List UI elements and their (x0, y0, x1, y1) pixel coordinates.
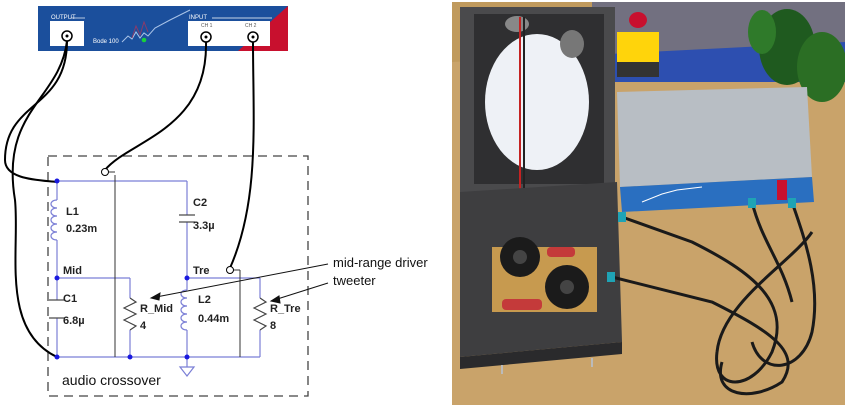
R_Mid-value: 4 (140, 320, 147, 332)
crossover-label: audio crossover (62, 372, 161, 388)
C1-ref: C1 (63, 293, 77, 305)
L2-ref: L2 (198, 294, 211, 306)
tweeter-arrow (270, 282, 329, 302)
speaker-enclosure (460, 7, 615, 192)
R_Tre-ref: R_Tre (270, 303, 301, 315)
plant (748, 9, 845, 102)
mid-range-arrow (150, 263, 329, 299)
ch2-cable (229, 41, 255, 269)
probe-cables (611, 201, 817, 396)
crossover-board (460, 182, 622, 374)
C1-value: 6.8µ (63, 315, 85, 327)
capacitor-C1 (49, 299, 65, 319)
resistor-R_Mid (122, 297, 138, 331)
ch1-cable (104, 41, 208, 171)
tweeter-label: tweeter (333, 273, 376, 288)
R_Mid-ref: R_Mid (140, 303, 173, 315)
ch1-label: CH 1 (201, 23, 213, 29)
schematic-wires (56, 180, 261, 377)
crossover-box (47, 155, 309, 397)
ch2-label: CH 2 (245, 23, 257, 29)
setup-photo (452, 2, 845, 405)
inductor-L2 (180, 289, 188, 333)
R_Tre-value: 8 (270, 320, 276, 332)
bode-device-panel: OUTPUT Bode 100 INPUT CH 1 CH 2 (38, 6, 288, 51)
capacitor-C2 (179, 214, 195, 223)
resistor-R_Tre (252, 297, 268, 331)
node-tre-label: Tre (193, 265, 210, 277)
node-mid-label: Mid (63, 265, 82, 277)
emergency-button (617, 12, 659, 77)
probe-rings (607, 198, 796, 282)
junction-nodes (54, 178, 190, 360)
mid-range-driver-label: mid-range driver (333, 255, 428, 270)
L1-ref: L1 (66, 206, 79, 218)
status-led (141, 37, 147, 43)
cables (3, 40, 255, 358)
output-return-cable (11, 40, 68, 358)
C2-ref: C2 (193, 197, 207, 209)
ch2-probe-tip (226, 266, 234, 274)
ch1-probe-tip (101, 168, 109, 176)
L1-value: 0.23m (66, 223, 97, 235)
output-label: OUTPUT (51, 15, 76, 21)
input-label: INPUT (189, 15, 207, 21)
bode-100-instrument (617, 87, 814, 212)
crossover-schematic: OUTPUT Bode 100 INPUT CH 1 CH 2 audio cr… (3, 6, 428, 397)
inductor-L1 (50, 199, 58, 241)
L2-value: 0.44m (198, 313, 229, 325)
C2-value: 3.3µ (193, 220, 215, 232)
device-name: Bode 100 (93, 39, 119, 45)
output-cable (3, 40, 68, 183)
